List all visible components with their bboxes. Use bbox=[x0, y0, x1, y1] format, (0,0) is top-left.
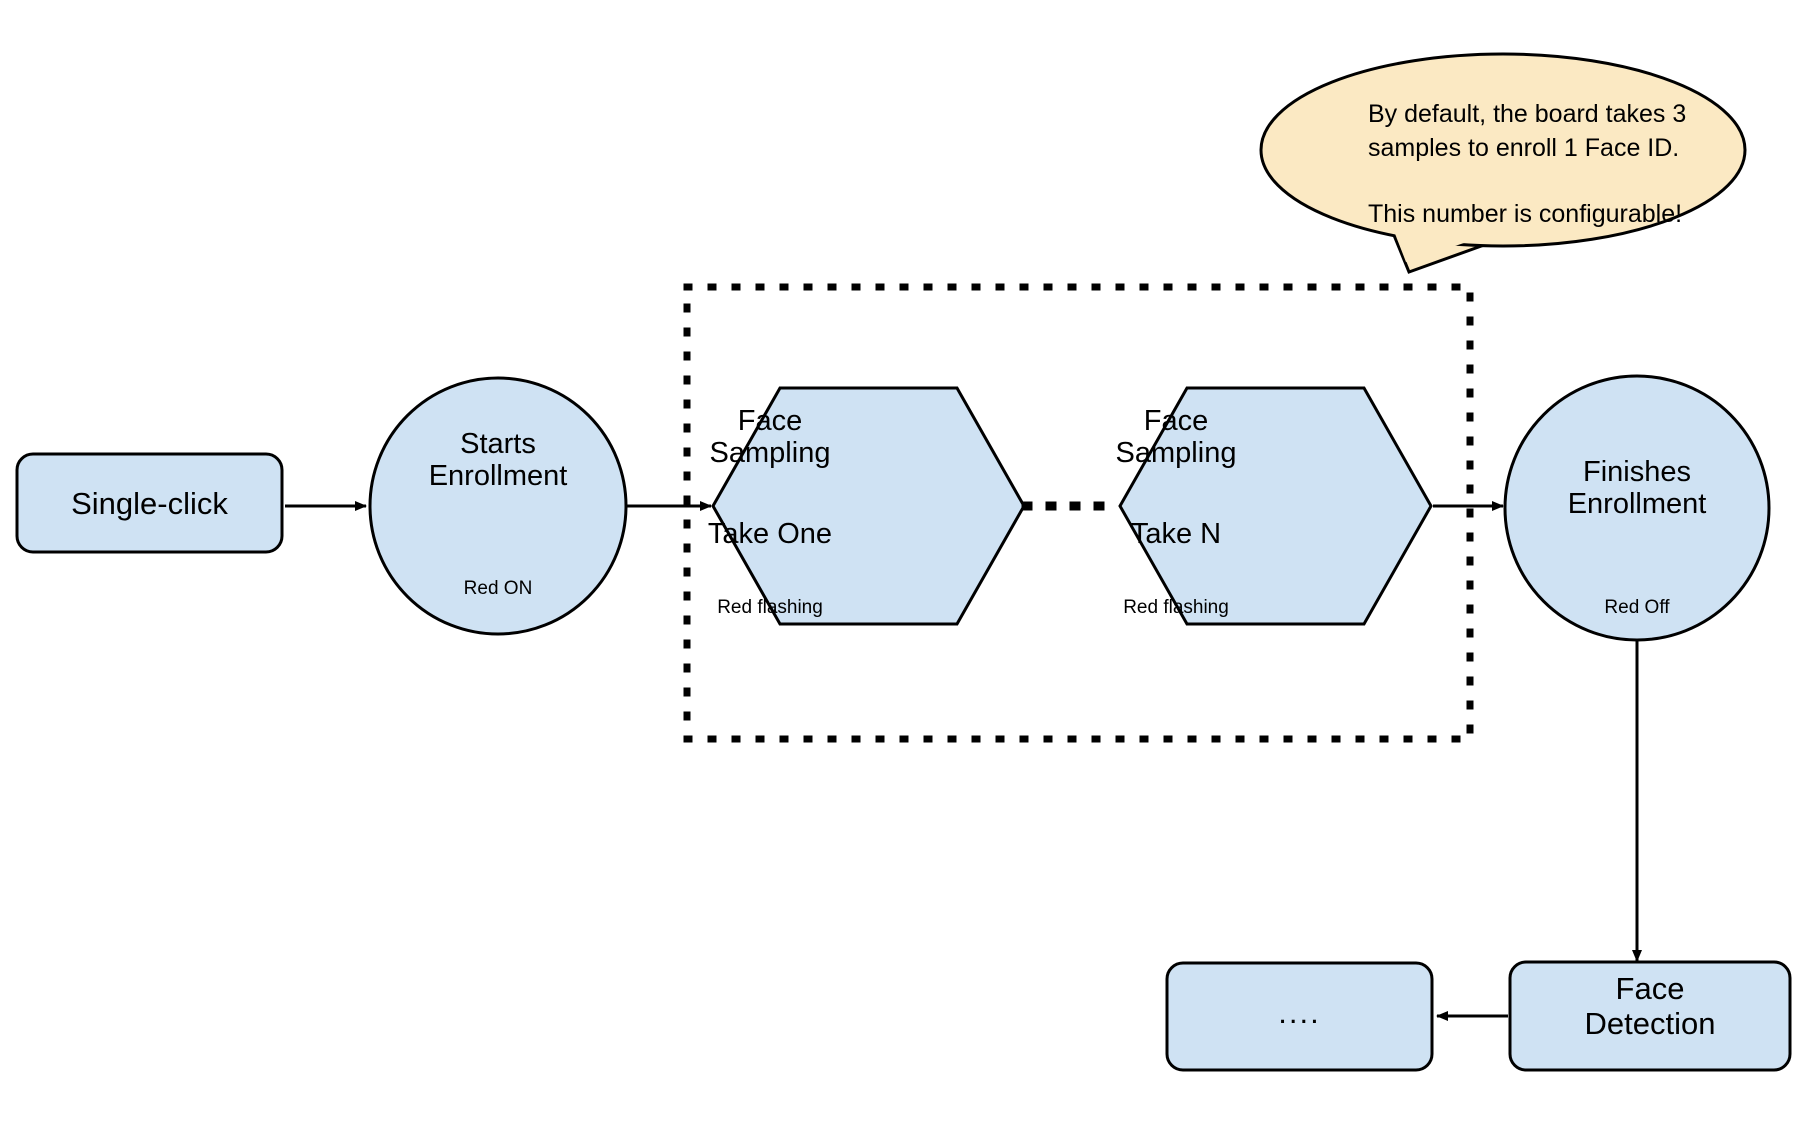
node-face-sampling-take-n[interactable] bbox=[1118, 386, 1433, 626]
node-single-click[interactable] bbox=[15, 452, 284, 554]
node-ellipsis-box[interactable] bbox=[1165, 961, 1434, 1072]
callout-tail-join-mask bbox=[1382, 200, 1528, 262]
sampling-group-box bbox=[683, 283, 1474, 743]
node-face-sampling-take-one[interactable] bbox=[711, 386, 1026, 626]
callout-bubble bbox=[1259, 52, 1747, 248]
node-starts-enrollment[interactable] bbox=[368, 376, 628, 636]
node-finishes-enrollment[interactable] bbox=[1503, 374, 1771, 642]
node-face-detection[interactable] bbox=[1508, 960, 1792, 1072]
